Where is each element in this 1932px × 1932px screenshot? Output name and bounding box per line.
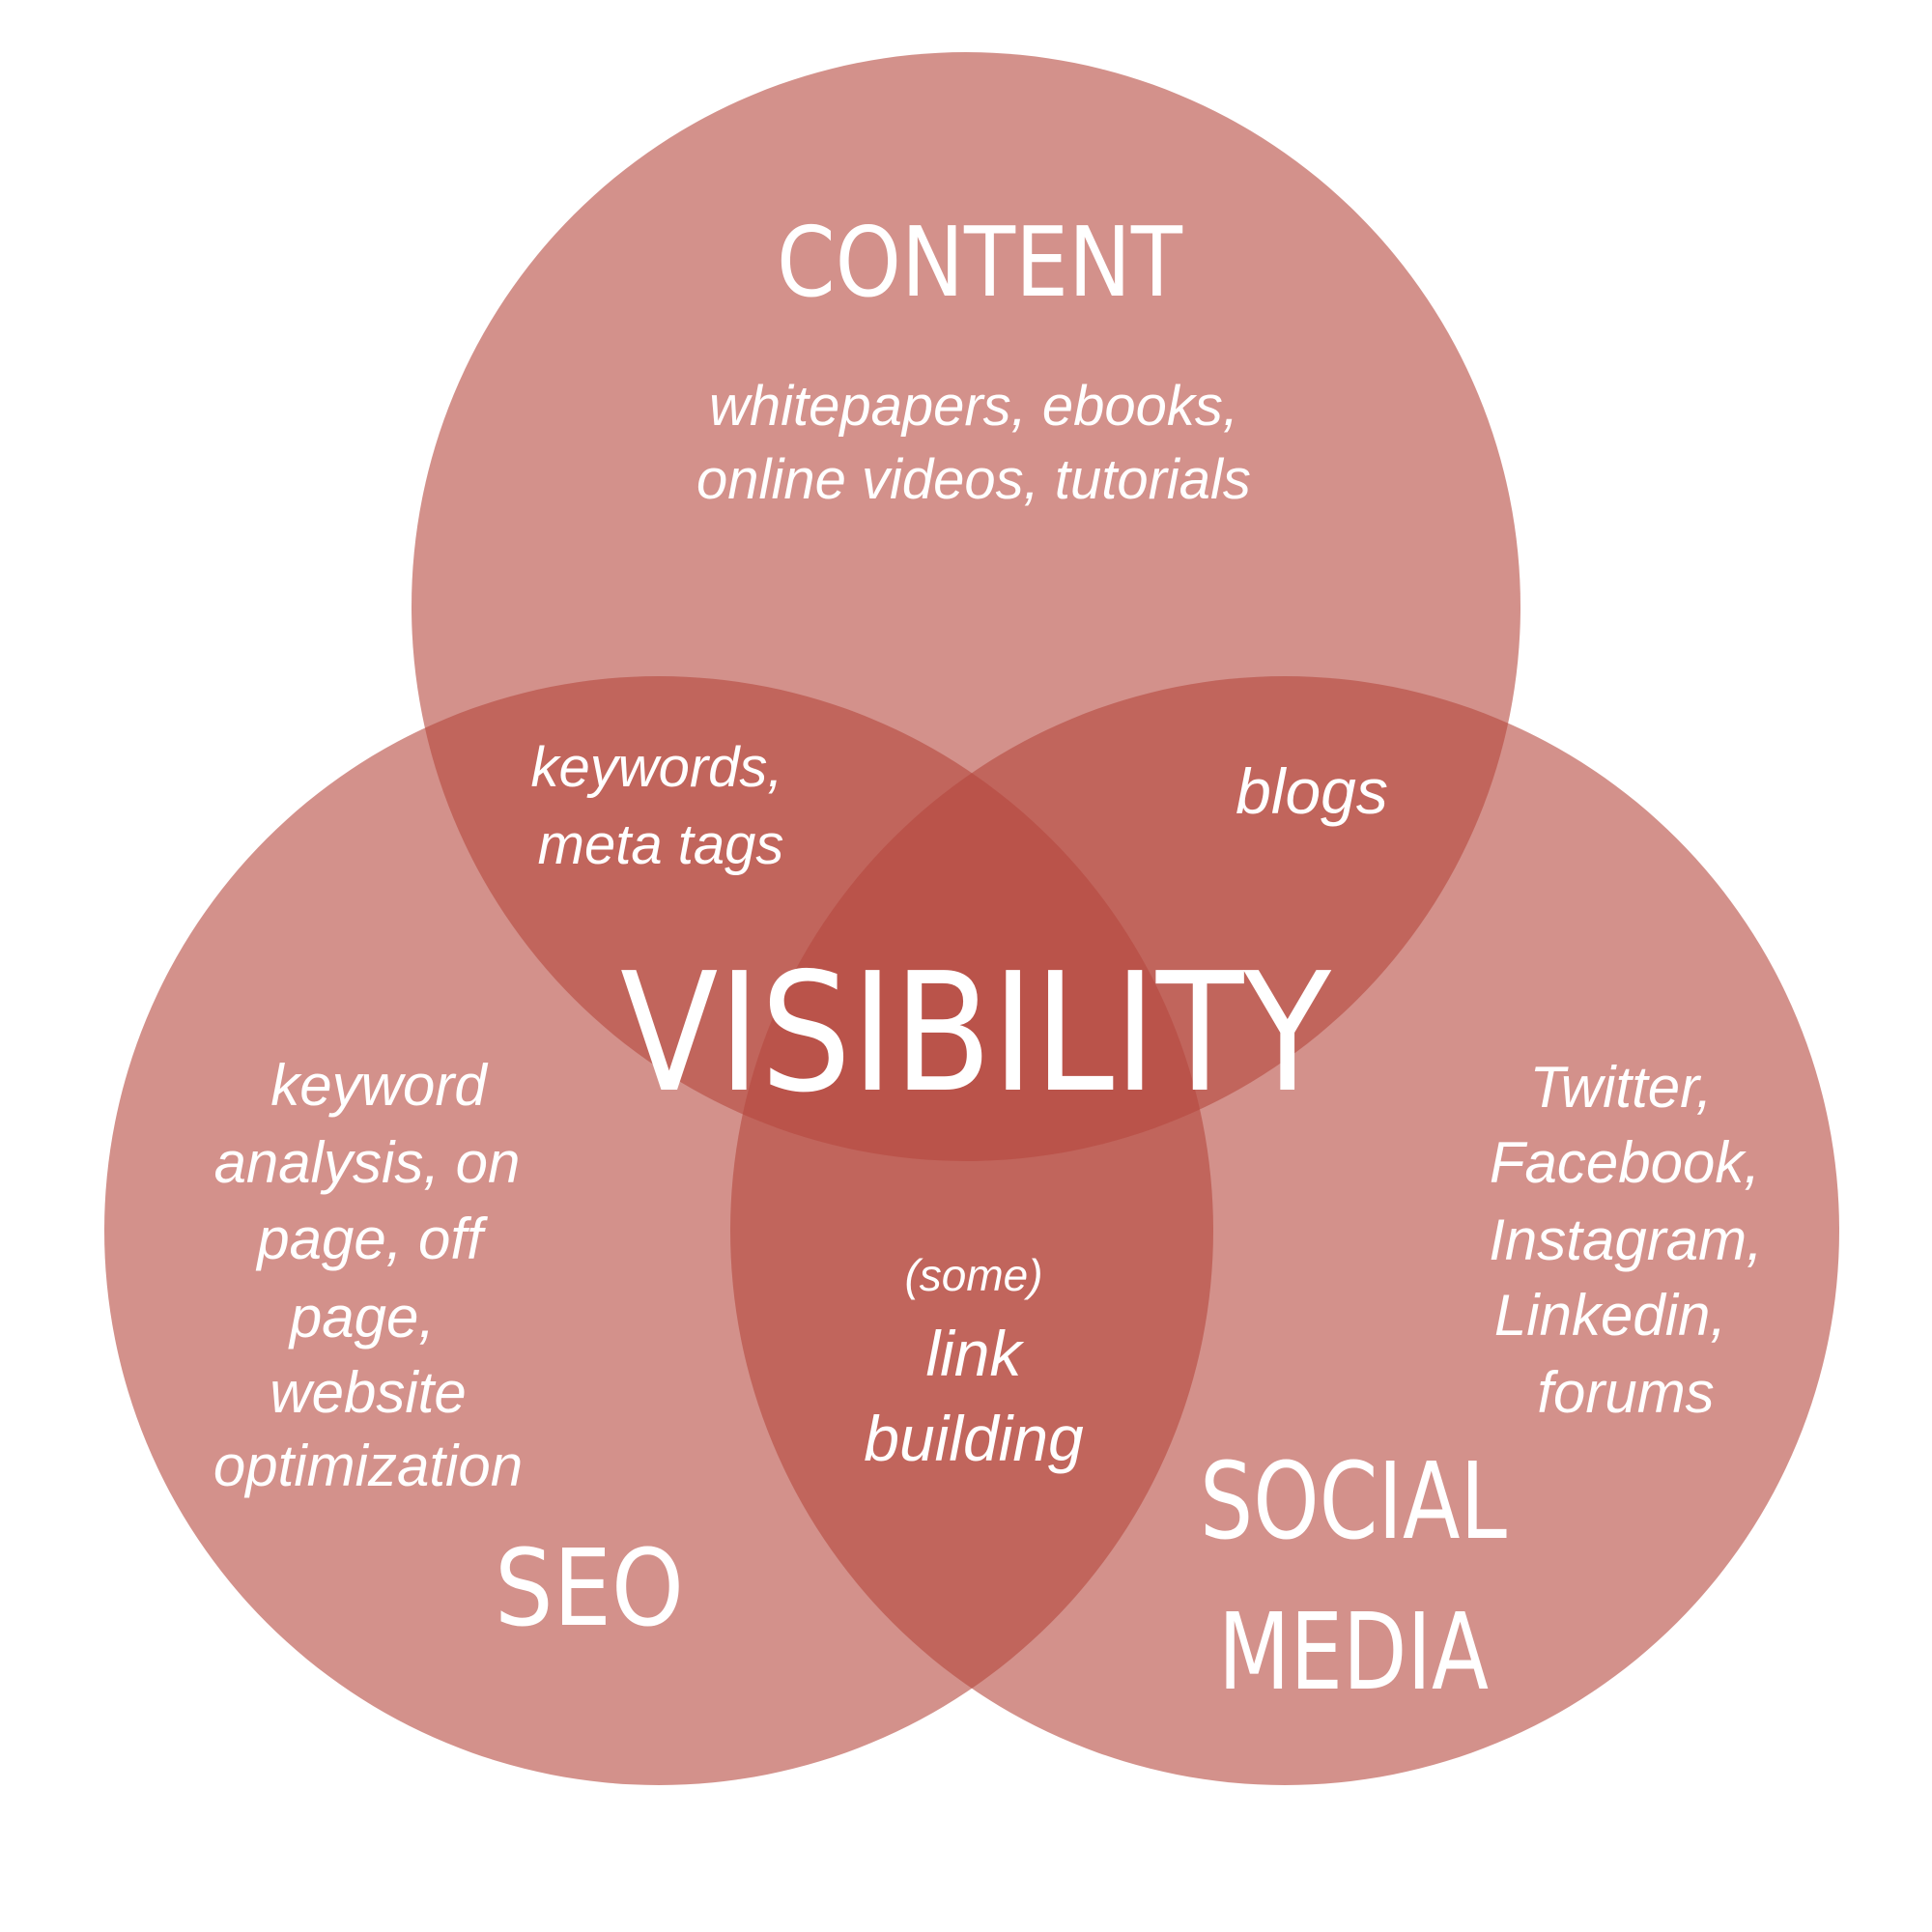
content-social-overlap-label: blogs [1236,755,1388,827]
social-details-line-2: Facebook, [1490,1130,1760,1195]
content-title: CONTENT [777,206,1183,319]
social-details-line-1: Twitter, [1530,1055,1713,1120]
social-title-line-2: MEDIA [1218,1590,1489,1714]
seo-social-overlap-line-2: building [864,1403,1084,1474]
seo-details-line-1: keyword [270,1053,488,1118]
social-title-line-1: SOCIAL [1200,1439,1507,1563]
social-details-line-4: Linkedin, [1494,1283,1726,1348]
center-visibility-label: VISIBILITY [620,938,1332,1129]
seo-social-overlap-line-1: link [925,1318,1024,1389]
seo-details-line-2: analysis, on [214,1130,521,1195]
content-seo-overlap-line-2: meta tags [538,813,784,876]
seo-details-line-5: website [270,1360,466,1425]
content-details-line-2: online videos, tutorials [696,448,1251,511]
social-media-circle [730,676,1839,1785]
seo-social-overlap-prefix: (some) [904,1250,1042,1300]
seo-details-line-6: optimization [213,1434,523,1498]
seo-title: SEO [495,1526,684,1650]
social-details-line-5: forums [1537,1360,1714,1425]
social-details-line-3: Instagram, [1489,1208,1762,1272]
seo-details-line-4: page, [288,1285,435,1350]
seo-details-line-3: page, off [255,1207,488,1271]
content-seo-overlap-line-1: keywords, [530,736,782,799]
content-details-line-1: whitepapers, ebooks, [709,375,1238,438]
